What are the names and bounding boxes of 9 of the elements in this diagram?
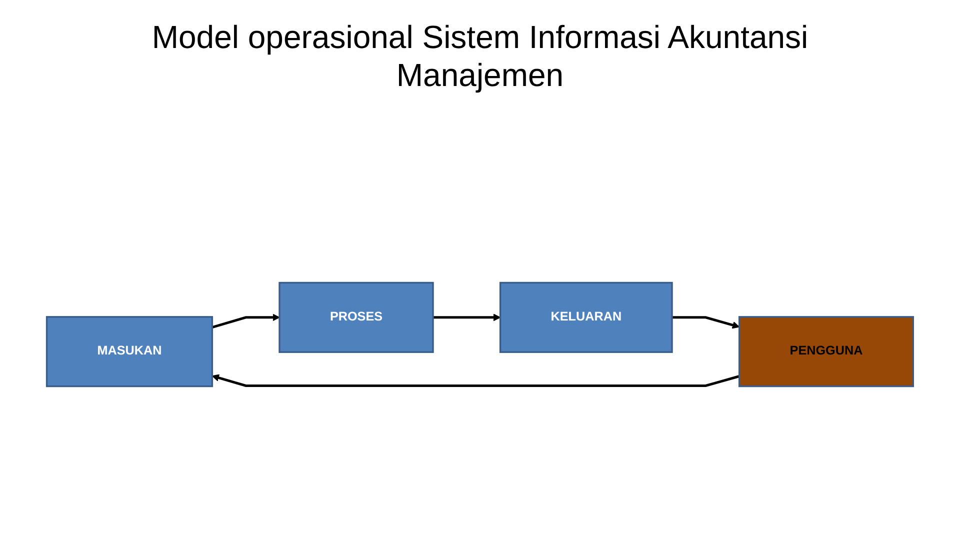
node-box: PENGGUNA xyxy=(738,316,914,388)
arrow xyxy=(212,314,280,329)
node-box: KELUARAN xyxy=(500,282,673,354)
arrow xyxy=(433,314,501,322)
arrow xyxy=(672,316,740,330)
node-box: PROSES xyxy=(278,282,434,354)
arrow xyxy=(212,374,740,388)
title: Model operasional Sistem Informasi Akuntansi Manajemen xyxy=(150,18,810,95)
node-box: MASUKAN xyxy=(46,316,214,388)
